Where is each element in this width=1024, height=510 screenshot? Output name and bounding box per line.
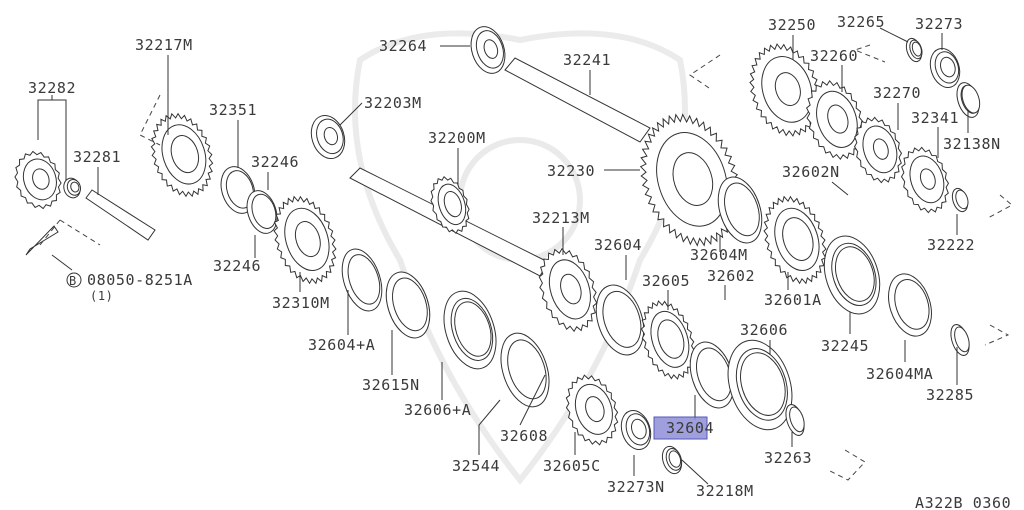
bolt xyxy=(25,225,59,256)
gear-32270 xyxy=(853,116,903,184)
circled-b-icon xyxy=(66,272,82,288)
sleeve-32606 xyxy=(727,339,793,431)
label-32605C[interactable]: 32605C xyxy=(543,457,601,475)
bearing-32264 xyxy=(470,26,506,74)
label-32245[interactable]: 32245 xyxy=(821,337,869,355)
label-32213M[interactable]: 32213M xyxy=(532,209,590,227)
clip-32285 xyxy=(950,324,970,356)
label-32218M[interactable]: 32218M xyxy=(696,482,754,500)
label-32230[interactable]: 32230 xyxy=(547,162,595,180)
output-shaft-32241 xyxy=(504,57,651,143)
label-32604-upper[interactable]: 32604 xyxy=(594,236,642,254)
label-32285[interactable]: 32285 xyxy=(926,386,974,404)
gear-32282 xyxy=(14,150,62,210)
ring-32604 xyxy=(595,284,645,356)
label-32615N[interactable]: 32615N xyxy=(362,376,420,394)
label-32217M[interactable]: 32217M xyxy=(135,36,193,54)
ring-32604+A xyxy=(341,248,383,312)
ring-32351 xyxy=(220,166,256,214)
clip-32222 xyxy=(951,187,969,213)
ring-32246 xyxy=(246,190,278,234)
label-32602[interactable]: 32602 xyxy=(707,267,755,285)
bearing-32273N xyxy=(620,409,652,451)
bolt-quantity: (1) xyxy=(90,289,113,303)
gear-32341 xyxy=(900,146,950,214)
sleeve-32282 xyxy=(63,177,81,199)
label-32601A[interactable]: 32601A xyxy=(764,291,822,309)
reference-code: A322B 0360 xyxy=(915,494,1011,510)
hub-32601A xyxy=(763,195,827,285)
label-32608[interactable]: 32608 xyxy=(500,427,548,445)
label-32203M[interactable]: 32203M xyxy=(364,94,422,112)
bolt-callout[interactable]: B 08050-8251A (1) xyxy=(66,271,193,303)
ring-32604b xyxy=(689,341,735,409)
parts xyxy=(14,26,981,475)
ring-32544 xyxy=(500,332,550,408)
label-32606[interactable]: 32606 xyxy=(740,321,788,339)
gear-32250 xyxy=(749,43,821,137)
label-32263[interactable]: 32263 xyxy=(764,449,812,467)
bolt-callout-letter: B xyxy=(69,274,77,288)
leader-lines xyxy=(37,27,969,485)
washer-32265 xyxy=(905,37,923,63)
label-32250[interactable]: 32250 xyxy=(768,16,816,34)
label-32351[interactable]: 32351 xyxy=(209,101,257,119)
label-32606+A[interactable]: 32606+A xyxy=(404,401,471,419)
label-32241[interactable]: 32241 xyxy=(563,51,611,69)
label-32604+A[interactable]: 32604+A xyxy=(308,336,375,354)
label-32604M[interactable]: 32604M xyxy=(690,246,748,264)
label-32260[interactable]: 32260 xyxy=(810,47,858,65)
label-32604-highlighted[interactable]: 32604 xyxy=(666,419,714,437)
reverse-shaft-32281 xyxy=(85,189,156,241)
gear-32230 xyxy=(639,113,741,247)
label-32604MA[interactable]: 32604MA xyxy=(866,365,933,383)
gear-32213M xyxy=(538,247,598,333)
washer-32138N xyxy=(956,82,981,118)
hub-32605 xyxy=(640,300,696,380)
label-32222[interactable]: 32222 xyxy=(927,236,975,254)
bearing-32203M xyxy=(310,115,346,159)
washer-32218M xyxy=(661,445,683,475)
label-32270[interactable]: 32270 xyxy=(873,84,921,102)
ring-32615N xyxy=(385,271,431,339)
label-32602N[interactable]: 32602N xyxy=(782,163,840,181)
label-32544[interactable]: 32544 xyxy=(452,457,500,475)
dashed-guides xyxy=(39,44,1013,481)
label-32282[interactable]: 32282 xyxy=(28,79,76,97)
gear-32217M xyxy=(150,112,214,198)
label-32273N[interactable]: 32273N xyxy=(607,478,665,496)
gear-32605C xyxy=(565,374,619,446)
bearing-32273 xyxy=(929,47,961,89)
part-labels: 32217M 32282 32281 32351 32246 32246 322… xyxy=(28,13,1011,510)
label-32273[interactable]: 32273 xyxy=(915,15,963,33)
label-32264[interactable]: 32264 xyxy=(379,37,427,55)
label-32246-upper[interactable]: 32246 xyxy=(251,153,299,171)
clip-32263 xyxy=(785,404,805,436)
label-32281[interactable]: 32281 xyxy=(73,148,121,166)
highlighted-part-32604[interactable] xyxy=(653,416,708,440)
ring-32604M xyxy=(717,176,763,244)
sleeve-32245 xyxy=(823,235,881,315)
label-32605[interactable]: 32605 xyxy=(642,272,690,290)
label-32265[interactable]: 32265 xyxy=(837,13,885,31)
label-32341[interactable]: 32341 xyxy=(911,109,959,127)
label-32200M[interactable]: 32200M xyxy=(428,129,486,147)
label-32310M[interactable]: 32310M xyxy=(272,294,330,312)
gear-32200M xyxy=(430,175,470,235)
bolt-part-number: 08050-8251A xyxy=(87,271,193,289)
ring-32604MA xyxy=(888,273,932,337)
label-32138N[interactable]: 32138N xyxy=(943,135,1001,153)
gear-32310M xyxy=(273,195,337,285)
sleeve-32606+A xyxy=(443,290,497,370)
label-32246-lower[interactable]: 32246 xyxy=(213,257,261,275)
